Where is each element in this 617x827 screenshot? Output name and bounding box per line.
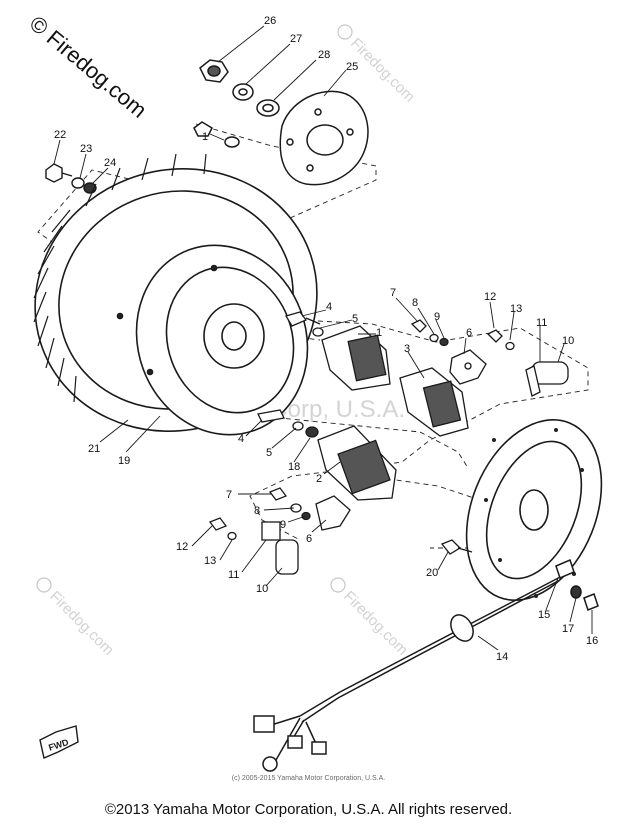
stator-base-plate <box>465 419 603 601</box>
callout-6-upper: 6 <box>466 327 472 339</box>
washer-part-27 <box>232 83 254 101</box>
screw-part-top <box>193 121 240 148</box>
callout-27: 27 <box>290 33 302 45</box>
callout-4-lower: 4 <box>238 433 244 445</box>
callout-14: 14 <box>496 651 508 663</box>
nut-part-26 <box>199 59 229 83</box>
callout-19: 19 <box>118 455 130 467</box>
callout-labels: 26 27 28 25 1 22 23 24 4 5 1 7 8 9 6 3 1… <box>54 15 598 663</box>
callout-22: 22 <box>54 129 66 141</box>
screw-part-20 <box>440 539 473 555</box>
callout-9-lower: 9 <box>280 519 286 531</box>
callout-9-upper: 9 <box>434 311 440 323</box>
callout-23: 23 <box>80 143 92 155</box>
callout-2: 2 <box>316 473 322 485</box>
callout-5-lower: 5 <box>266 447 272 459</box>
callout-11-lower: 11 <box>228 569 239 581</box>
callout-15: 15 <box>538 609 550 621</box>
contact-breaker-upper <box>410 319 487 385</box>
watermark-firedog-mark: Firedog.com <box>36 577 117 659</box>
callout-4-upper: 4 <box>326 301 332 313</box>
callout-18: 18 <box>288 461 300 473</box>
callout-7-upper: 7 <box>390 287 396 299</box>
condenser-upper <box>486 329 569 397</box>
contact-breaker-lower <box>268 487 351 531</box>
callout-16: 16 <box>586 635 598 647</box>
callout-20: 20 <box>426 567 438 579</box>
callout-25: 25 <box>346 61 358 73</box>
wire-harness-part-14 <box>253 558 599 772</box>
callout-17: 17 <box>562 623 574 635</box>
callout-7-lower: 7 <box>226 489 232 501</box>
callout-13-upper: 13 <box>510 303 522 315</box>
svg-text:Firedog.com: Firedog.com <box>46 588 117 659</box>
callout-3: 3 <box>404 343 410 355</box>
callout-8-lower: 8 <box>254 505 260 517</box>
callout-5-upper: 5 <box>352 313 358 325</box>
coil-part-1-upper <box>285 311 391 391</box>
callout-11-upper: 11 <box>536 317 547 329</box>
bolt-cluster-22-24 <box>45 163 97 194</box>
callout-12-upper: 12 <box>484 291 496 303</box>
callout-10-upper: 10 <box>562 335 574 347</box>
callout-21: 21 <box>88 443 100 455</box>
washer-part-28 <box>256 99 280 117</box>
fwd-direction-badge: FWD <box>39 725 79 759</box>
watermark-firedog-mark: Firedog.com <box>330 577 411 659</box>
callout-1-upper: 1 <box>376 327 382 339</box>
callout-13-lower: 13 <box>204 555 216 567</box>
small-copyright-line: (c) 2005-2015 Yamaha Motor Corporation, … <box>231 775 386 782</box>
watermark-firedog-text: © Firedog.com <box>25 11 152 123</box>
top-parts-cluster <box>193 59 369 186</box>
coil-part-3 <box>399 367 469 437</box>
callout-10-lower: 10 <box>256 583 268 595</box>
condenser-lower <box>208 517 299 575</box>
callout-28: 28 <box>318 49 330 61</box>
callout-8-upper: 8 <box>412 297 418 309</box>
callout-leaders <box>53 25 593 651</box>
callout-26: 26 <box>264 15 276 27</box>
svg-text:Firedog.com: Firedog.com <box>340 588 411 659</box>
callout-1-top: 1 <box>202 131 208 143</box>
main-copyright-line: ©2013 Yamaha Motor Corporation, U.S.A. A… <box>104 801 513 818</box>
callout-24: 24 <box>104 157 116 169</box>
plate-part-25 <box>279 90 369 186</box>
coil-part-2-lower <box>257 409 397 501</box>
watermark-firedog-topleft: © Firedog.com <box>25 11 152 123</box>
callout-6-lower: 6 <box>306 533 312 545</box>
callout-12-lower: 12 <box>176 541 188 553</box>
rotor-part-19 <box>116 244 309 436</box>
